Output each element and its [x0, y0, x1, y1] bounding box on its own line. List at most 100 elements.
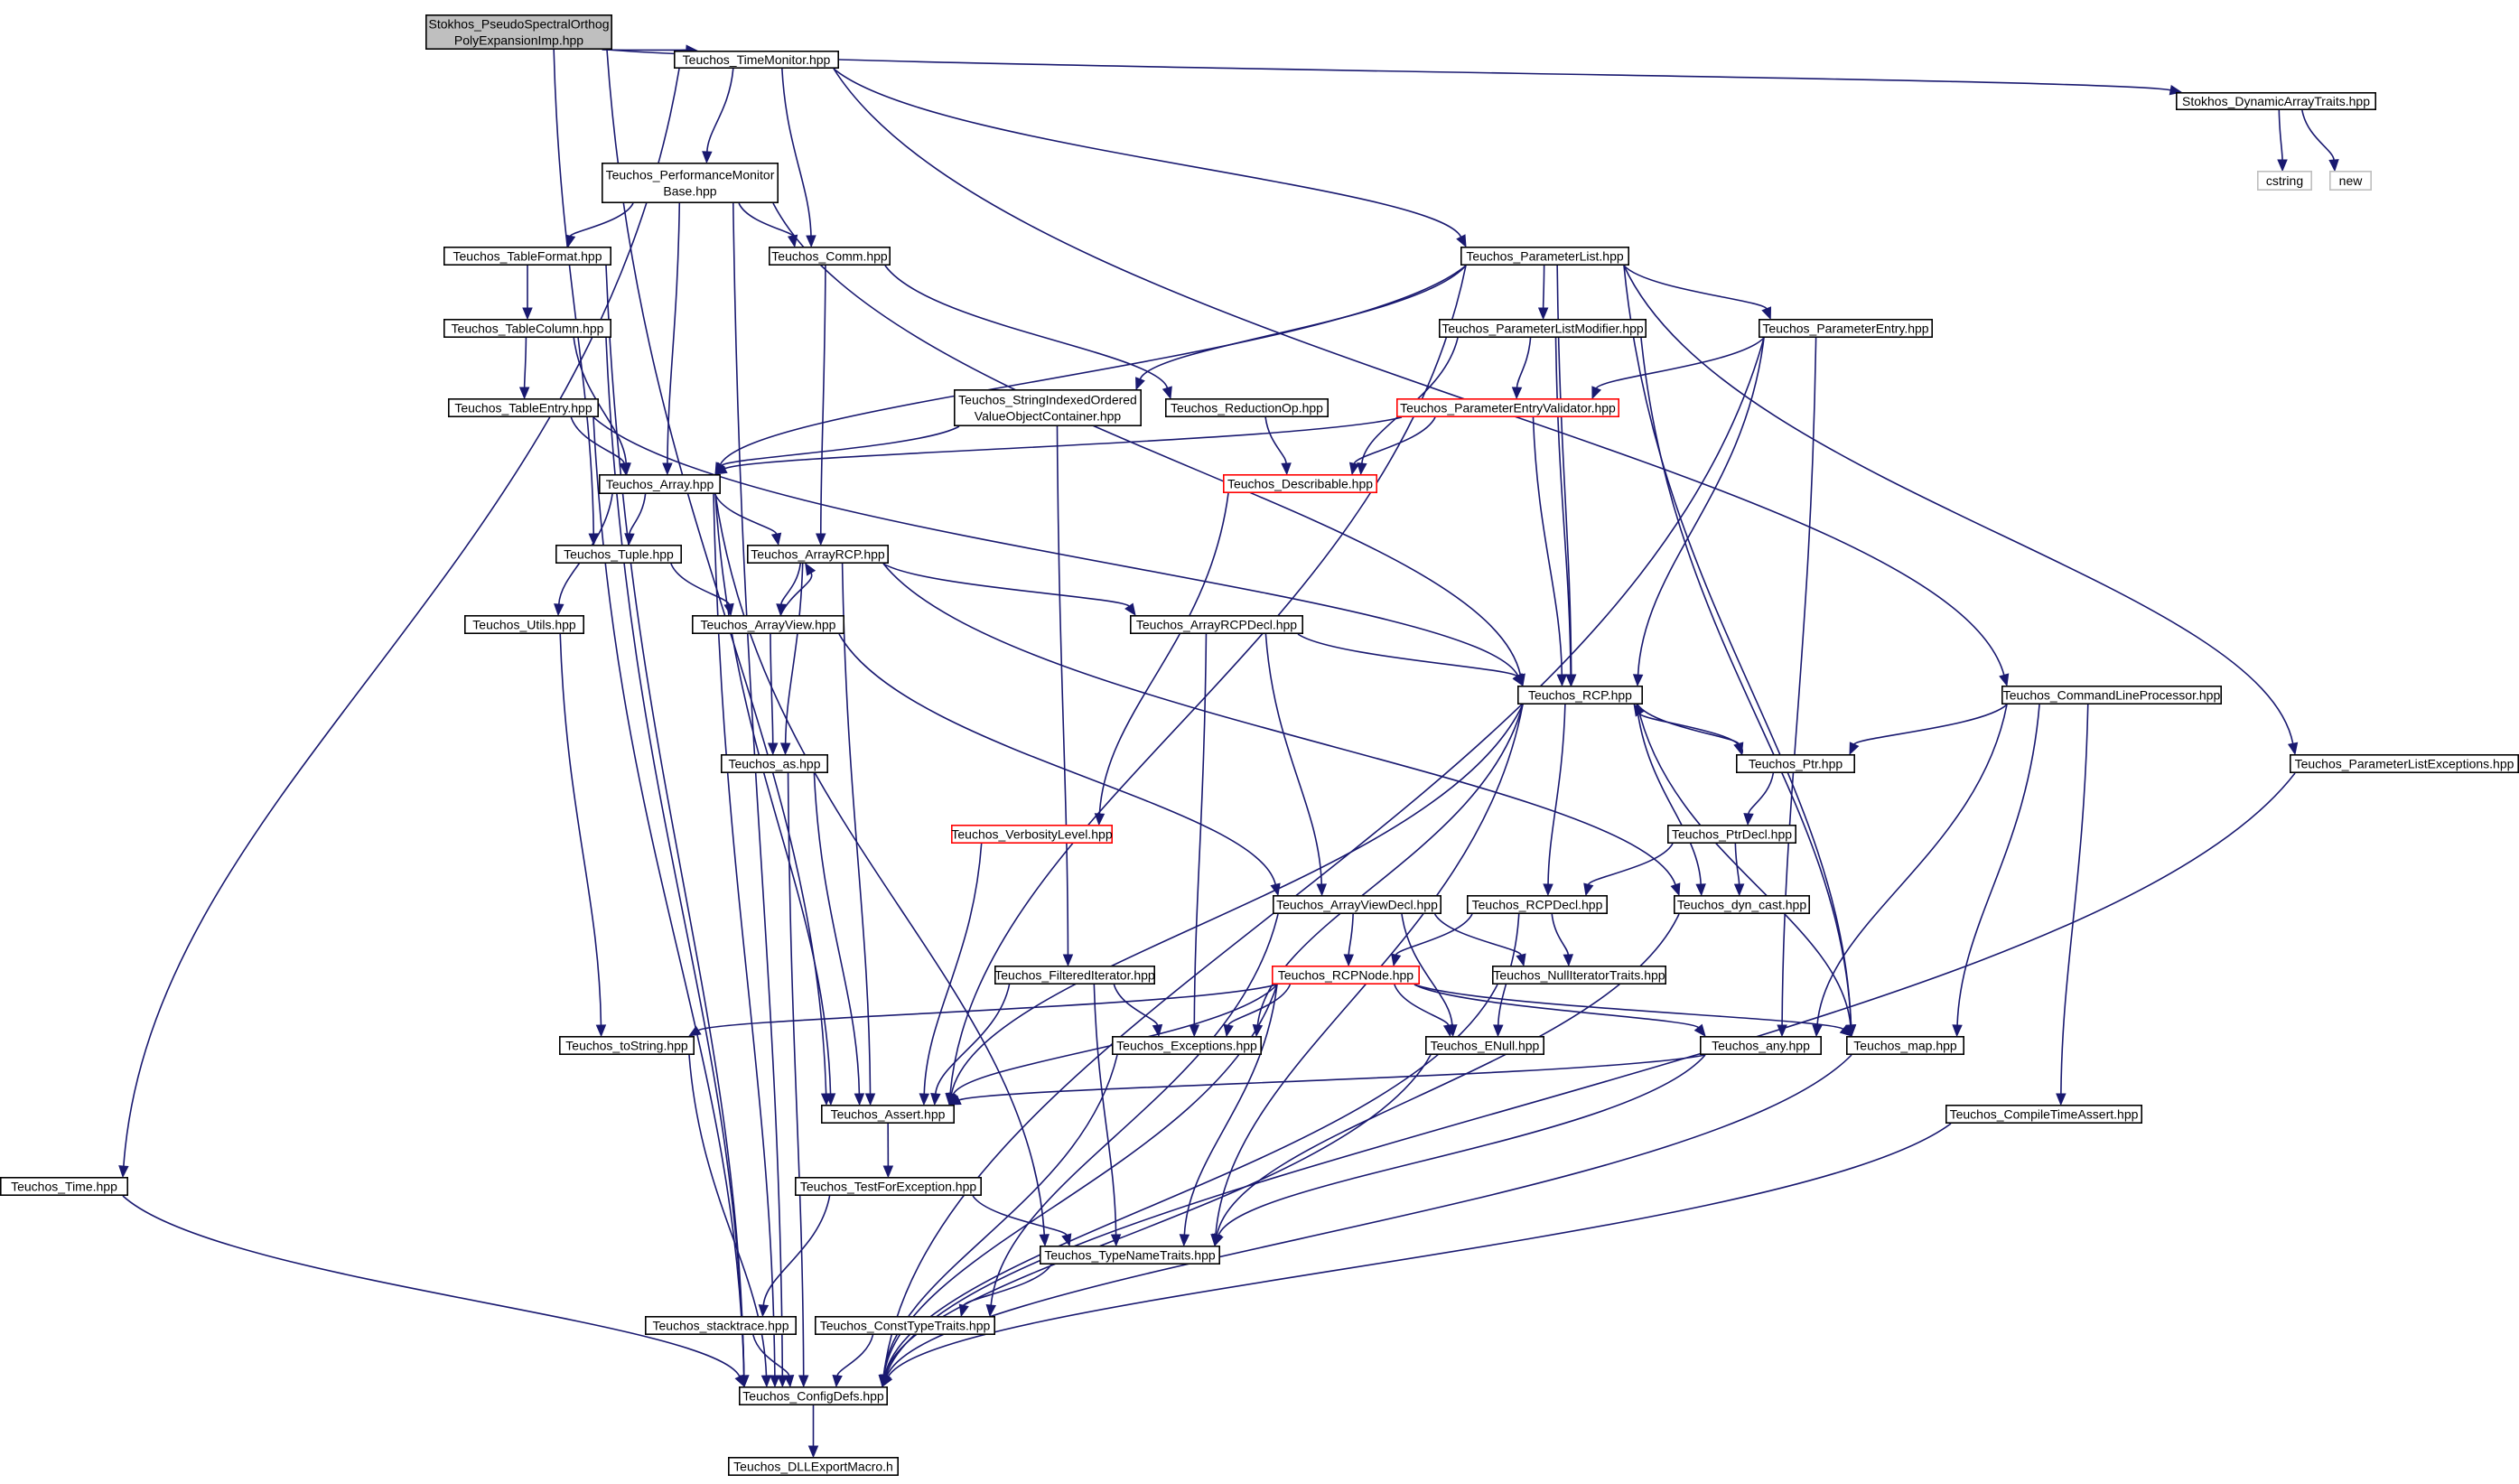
node-dynarraytraits[interactable]: Stokhos_DynamicArrayTraits.hpp	[2176, 92, 2377, 111]
edge-plmodifier-to-map	[1640, 337, 1852, 1026]
arrowhead-testforexception-to-stacktrace	[758, 1304, 770, 1318]
arrowhead-configdefs-to-dllexport	[807, 1445, 819, 1459]
edge-paramentry-to-rcp	[1637, 337, 1765, 676]
node-box	[2257, 171, 2313, 191]
edge-filterediter-to-exceptions	[1113, 984, 1159, 1026]
node-stringindexed[interactable]: Teuchos_StringIndexedOrderedValueObjectC…	[954, 388, 1143, 426]
arrowhead-rcpnode-to-tostring	[687, 1025, 702, 1037]
node-filterediter[interactable]: Teuchos_FilteredIterator.hpp	[994, 966, 1156, 985]
node-rcpdecl[interactable]: Teuchos_RCPDecl.hpp	[1467, 894, 1609, 914]
node-arrayviewdecl[interactable]: Teuchos_ArrayViewDecl.hpp	[1273, 894, 1442, 914]
edge-comm-to-arrayrcp	[819, 265, 826, 535]
node-box	[463, 614, 584, 634]
node-timemonitor[interactable]: Teuchos_TimeMonitor.hpp	[673, 50, 839, 69]
node-label: Teuchos_Tuple.hpp	[564, 547, 674, 562]
edge-stringindexed-to-filterediter	[1056, 425, 1069, 956]
node-ptr[interactable]: Teuchos_Ptr.hpp	[1736, 753, 1856, 773]
edge-as-to-configdefs	[787, 772, 805, 1377]
node-arrayview[interactable]: Teuchos_ArrayView.hpp	[691, 614, 844, 634]
node-configdefs[interactable]: Teuchos_ConfigDefs.hpp	[738, 1386, 888, 1406]
node-dllexport[interactable]: Teuchos_DLLExportMacro.h	[727, 1457, 899, 1477]
arrowhead-perfmon-to-tableformat	[564, 234, 576, 248]
node-cstring[interactable]: cstring	[2257, 171, 2313, 191]
arrowhead-stacktrace-to-configdefs	[783, 1374, 795, 1388]
node-map[interactable]: Teuchos_map.hpp	[1846, 1036, 1965, 1056]
edge-timemonitor-to-clp	[833, 68, 2005, 676]
edge-arrayrcp-to-assert	[841, 563, 872, 1095]
node-label: cstring	[2266, 173, 2303, 188]
node-typenametraits[interactable]: Teuchos_TypeNameTraits.hpp	[1040, 1246, 1221, 1265]
node-assert[interactable]: Teuchos_Assert.hpp	[820, 1105, 955, 1125]
node-consttypetraits[interactable]: Teuchos_ConstTypeTraits.hpp	[814, 1316, 995, 1336]
node-paramentry[interactable]: Teuchos_ParameterEntry.hpp	[1759, 318, 1934, 338]
node-as[interactable]: Teuchos_as.hpp	[720, 753, 828, 773]
arrowhead-timemonitor-to-comm	[806, 235, 816, 248]
node-label: ValueObjectContainer.hpp	[975, 409, 1122, 424]
edge-time-to-configdefs	[122, 1195, 741, 1377]
node-rcpnode[interactable]: Teuchos_RCPNode.hpp	[1272, 966, 1421, 985]
node-arrayrcpdecl[interactable]: Teuchos_ArrayRCPDecl.hpp	[1130, 614, 1304, 634]
arrowhead-comm-to-arrayrcp	[816, 533, 826, 546]
node-tablecolumn[interactable]: Teuchos_TableColumn.hpp	[443, 318, 611, 338]
arrowhead-rcpnode-to-map	[1839, 1024, 1853, 1037]
edge-ptrdecl-to-dyncast	[1734, 843, 1740, 885]
arrowhead-rcpnode-to-exceptions	[1223, 1023, 1234, 1038]
arrowhead-rcpdecl-to-nulliter	[1563, 954, 1574, 967]
node-box	[2176, 92, 2377, 111]
node-ptrdecl[interactable]: Teuchos_PtrDecl.hpp	[1667, 824, 1797, 844]
node-dyncast[interactable]: Teuchos_dyn_cast.hpp	[1674, 894, 1811, 914]
edge-plmodifier-to-pevalidator	[1516, 337, 1532, 388]
arrowhead-compiletimeassert-to-configdefs	[882, 1374, 893, 1388]
node-tuple[interactable]: Teuchos_Tuple.hpp	[555, 544, 682, 564]
edge-filterediter-to-assert	[935, 984, 1011, 1095]
node-label: Teuchos_ParameterListModifier.hpp	[1441, 322, 1644, 336]
node-any[interactable]: Teuchos_any.hpp	[1700, 1036, 1823, 1056]
node-nulliter[interactable]: Teuchos_NullIteratorTraits.hpp	[1492, 966, 1667, 985]
edge-compiletimeassert-to-configdefs	[887, 1123, 1952, 1378]
arrowhead-timemonitor-to-clp	[1999, 673, 2010, 687]
edge-tableentry-to-array	[570, 416, 625, 464]
node-tableformat[interactable]: Teuchos_TableFormat.hpp	[443, 246, 611, 266]
node-enull[interactable]: Teuchos_ENull.hpp	[1425, 1036, 1545, 1056]
edge-arrayrcp-to-as	[784, 563, 804, 744]
arrowhead-filterediter-to-exceptions	[1152, 1023, 1163, 1038]
node-testforexception[interactable]: Teuchos_TestForException.hpp	[794, 1177, 982, 1197]
edge-consttypetraits-to-configdefs	[836, 1334, 874, 1377]
node-exceptions[interactable]: Teuchos_Exceptions.hpp	[1112, 1036, 1263, 1056]
node-new[interactable]: new	[2329, 171, 2373, 191]
node-comm[interactable]: Teuchos_Comm.hpp	[768, 246, 891, 266]
arrowhead-filterediter-to-assert	[930, 1093, 941, 1106]
node-describable[interactable]: Teuchos_Describable.hpp	[1223, 473, 1378, 493]
node-plmodifier[interactable]: Teuchos_ParameterListModifier.hpp	[1439, 318, 1647, 338]
node-compiletimeassert[interactable]: Teuchos_CompileTimeAssert.hpp	[1945, 1105, 2143, 1125]
node-pevalidator[interactable]: Teuchos_ParameterEntryValidator.hpp	[1396, 397, 1620, 417]
node-box	[1492, 966, 1667, 985]
edge-paramlist-to-array	[719, 265, 1467, 465]
node-stacktrace[interactable]: Teuchos_stacktrace.hpp	[644, 1316, 797, 1336]
node-plexceptions[interactable]: Teuchos_ParameterListExceptions.hpp	[2290, 753, 2519, 773]
edge-root-to-tuple	[553, 49, 595, 535]
node-tostring[interactable]: Teuchos_toString.hpp	[558, 1036, 695, 1056]
node-root[interactable]: Stokhos_PseudoSpectralOrthogPolyExpansio…	[424, 14, 612, 51]
node-label: Teuchos_any.hpp	[1712, 1039, 1810, 1053]
node-label: Teuchos_TableFormat.hpp	[453, 249, 602, 264]
node-label: Teuchos_ParameterEntryValidator.hpp	[1400, 401, 1616, 415]
edge-typenametraits-to-consttypetraits	[963, 1264, 1052, 1306]
edge-perfmon-to-configdefs	[732, 202, 784, 1377]
node-paramlist[interactable]: Teuchos_ParameterList.hpp	[1460, 246, 1630, 266]
node-label: Teuchos_NullIteratorTraits.hpp	[1493, 968, 1665, 983]
node-clp[interactable]: Teuchos_CommandLineProcessor.hpp	[2001, 685, 2223, 705]
node-tableentry[interactable]: Teuchos_TableEntry.hpp	[447, 397, 599, 417]
node-reductionop[interactable]: Teuchos_ReductionOp.hpp	[1165, 397, 1329, 417]
node-rcp[interactable]: Teuchos_RCP.hpp	[1517, 685, 1644, 705]
edge-map-to-configdefs	[885, 1054, 1852, 1377]
node-time[interactable]: Teuchos_Time.hpp	[0, 1177, 128, 1197]
node-arrayrcp[interactable]: Teuchos_ArrayRCP.hpp	[746, 544, 889, 564]
arrowhead-describable-to-verbosity	[1094, 813, 1106, 826]
arrowhead-dynarraytraits-to-cstring	[2277, 159, 2288, 173]
node-verbosity[interactable]: Teuchos_VerbosityLevel.hpp	[951, 824, 1114, 844]
edge-perfmon-to-tableformat	[569, 202, 634, 237]
node-array[interactable]: Teuchos_Array.hpp	[598, 473, 721, 494]
node-utils[interactable]: Teuchos_Utils.hpp	[463, 614, 584, 634]
